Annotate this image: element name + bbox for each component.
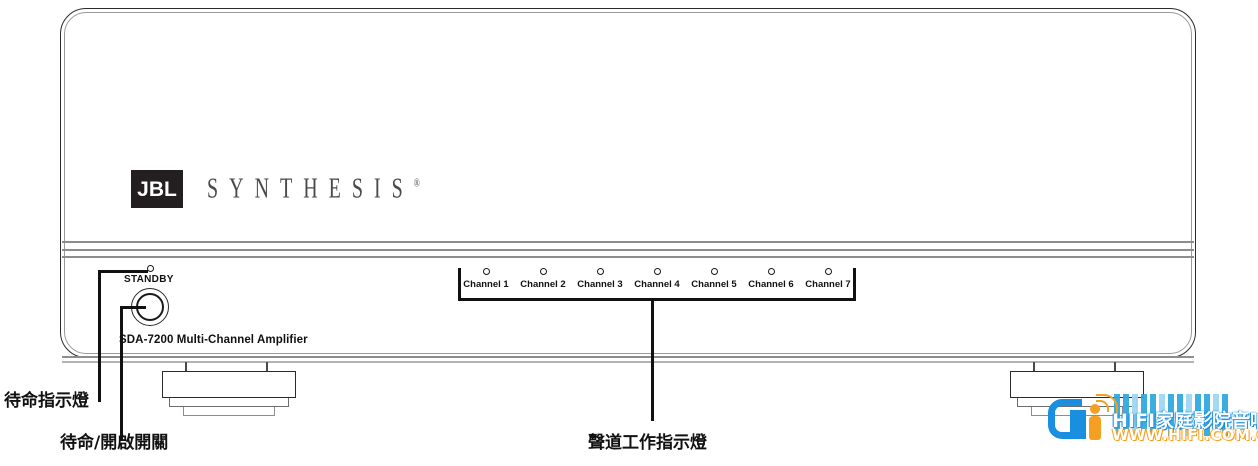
model-name-text: SDA-7200 Multi-Channel Amplifier: [119, 334, 308, 346]
watermark-title: HIFI家庭影院音响网: [1112, 410, 1258, 432]
jbl-logo-text: JBL: [137, 177, 177, 201]
watermark-person-head-icon: [1090, 404, 1100, 414]
channel-4-label: Channel 4: [634, 279, 680, 290]
standby-label: STANDBY: [124, 274, 174, 285]
channel-3-led-icon: [596, 268, 604, 275]
standby-switch-callout-leader-horizontal: [120, 306, 146, 309]
watermark-url[interactable]: WWW.HIFI.COM.CN: [1112, 426, 1258, 444]
standby-led-callout-leader-vertical: [98, 270, 101, 402]
channel-7-led-icon: [824, 268, 832, 275]
watermark-bar: [1123, 394, 1129, 430]
channel-group-bracket: [458, 268, 856, 301]
channel-6-label: Channel 6: [748, 279, 794, 290]
amplifier-chassis-inner-outline: [64, 12, 1192, 354]
watermark-bar: [1177, 394, 1183, 430]
watermark-bar: [1213, 394, 1219, 430]
channel-2-label: Channel 2: [520, 279, 566, 290]
channel-indicator-4: Channel 4: [629, 268, 685, 290]
watermark-bar: [1150, 394, 1156, 436]
watermark-logo-icon: [1046, 394, 1118, 442]
foot-left-tick-2: [266, 362, 268, 371]
watermark-wifi-wave-outer-icon: [1096, 394, 1118, 414]
annotation-standby-power-switch: 待命/開啟開關: [60, 433, 169, 453]
channel-indicator-1: Channel 1: [458, 268, 514, 290]
faceplate-seam-line-2: [62, 249, 1194, 251]
channel-3-label: Channel 3: [577, 279, 623, 290]
channel-4-led-icon: [653, 268, 661, 275]
watermark-block-icon: [1070, 410, 1086, 439]
channel-7-label: Channel 7: [805, 279, 851, 290]
annotation-standby-indicator: 待命指示燈: [4, 391, 89, 411]
watermark-bar: [1132, 394, 1138, 436]
foot-right-tick-2: [1114, 362, 1116, 371]
channel-indicator-5: Channel 5: [686, 268, 742, 290]
standby-switch-callout-leader-vertical: [120, 306, 123, 441]
channel-5-led-icon: [710, 268, 718, 275]
brand-logo-group: JBL SYNTHESIS®: [131, 170, 420, 208]
watermark-bars-decoration: [1114, 394, 1258, 436]
foot-left-tick-1: [185, 362, 187, 371]
channel-5-label: Channel 5: [691, 279, 737, 290]
synthesis-wordmark-text: SYNTHESIS: [207, 172, 414, 205]
standby-led-indicator: [147, 265, 154, 272]
watermark-bar: [1159, 394, 1165, 430]
channel-indicator-2: Channel 2: [515, 268, 571, 290]
watermark-bar: [1186, 394, 1192, 436]
watermark-bar: [1195, 394, 1201, 430]
foot-left-tier-2: [169, 398, 289, 407]
watermark-bar: [1114, 394, 1120, 436]
channel-6-led-icon: [767, 268, 775, 275]
watermark-c-shape-icon: [1048, 399, 1082, 439]
channel-1-led-icon: [482, 268, 490, 275]
foot-right-tick-1: [1033, 362, 1035, 371]
watermark-bar: [1141, 394, 1147, 430]
channel-callout-leader-line: [651, 299, 654, 421]
faceplate-seam-line-1: [62, 241, 1194, 243]
registered-trademark-icon: ®: [413, 175, 420, 189]
faceplate-bottom-edge-line-1: [62, 356, 1194, 358]
faceplate-bottom-edge-line-2: [62, 361, 1194, 363]
annotation-channel-activity-indicator: 聲道工作指示燈: [588, 433, 707, 453]
synthesis-wordmark: SYNTHESIS®: [207, 172, 420, 205]
site-watermark: HIFI家庭影院音响网 WWW.HIFI.COM.CN: [1046, 392, 1258, 454]
watermark-bar: [1222, 394, 1228, 436]
channel-1-label: Channel 1: [463, 279, 509, 290]
channel-indicator-6: Channel 6: [743, 268, 799, 290]
jbl-logo-badge: JBL: [131, 170, 183, 208]
foot-right-tier-1: [1010, 371, 1144, 398]
watermark-wifi-wave-inner-icon: [1096, 400, 1109, 412]
watermark-bar: [1168, 394, 1174, 436]
standby-led-callout-leader-horizontal: [98, 270, 148, 273]
foot-left-tier-1: [162, 371, 296, 398]
watermark-person-body-icon: [1089, 416, 1101, 440]
chassis-foot-left: [155, 362, 303, 424]
channel-indicator-row: Channel 1 Channel 2 Channel 3 Channel 4 …: [458, 268, 856, 300]
foot-left-tier-3: [183, 407, 275, 416]
watermark-bar: [1204, 394, 1210, 436]
channel-indicator-3: Channel 3: [572, 268, 628, 290]
channel-indicator-7: Channel 7: [800, 268, 856, 290]
faceplate-seam-line-3: [62, 256, 1194, 258]
channel-2-led-icon: [539, 268, 547, 275]
